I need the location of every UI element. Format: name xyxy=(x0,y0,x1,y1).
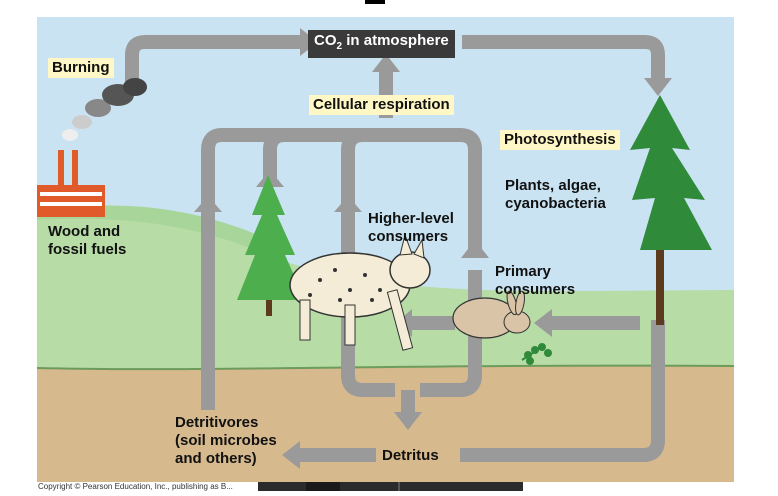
arrow-co2-to-photosynthesis xyxy=(462,35,665,78)
factory-icon xyxy=(37,150,105,217)
cellular-respiration-label: Cellular respiration xyxy=(309,95,454,115)
photosynthesis-label: Photosynthesis xyxy=(500,130,620,150)
arrow-burning-to-co2 xyxy=(125,35,300,95)
co2-label: CO2 in atmosphere xyxy=(308,30,455,58)
smoke-icon xyxy=(62,78,147,141)
copyright-text: Copyright © Pearson Education, Inc., pub… xyxy=(38,482,233,491)
arrow-tree-to-detritus xyxy=(460,320,665,462)
lynx-icon xyxy=(289,233,431,351)
plant-sprig-icon xyxy=(521,343,552,365)
control-divider xyxy=(398,482,400,491)
soil-edge xyxy=(36,364,735,371)
burning-label: Burning xyxy=(48,58,114,78)
fir-tree-icon xyxy=(237,175,305,316)
detritus-label: Detritus xyxy=(380,447,441,465)
rabbit-icon xyxy=(452,290,531,339)
control-segment[interactable] xyxy=(306,482,340,491)
plants-label: Plants, algae,cyanobacteria xyxy=(505,177,606,212)
video-control-bar[interactable] xyxy=(258,482,523,491)
title-fragment xyxy=(365,0,385,4)
arrow-respiration-top xyxy=(201,128,482,255)
tree-icon xyxy=(630,95,712,325)
